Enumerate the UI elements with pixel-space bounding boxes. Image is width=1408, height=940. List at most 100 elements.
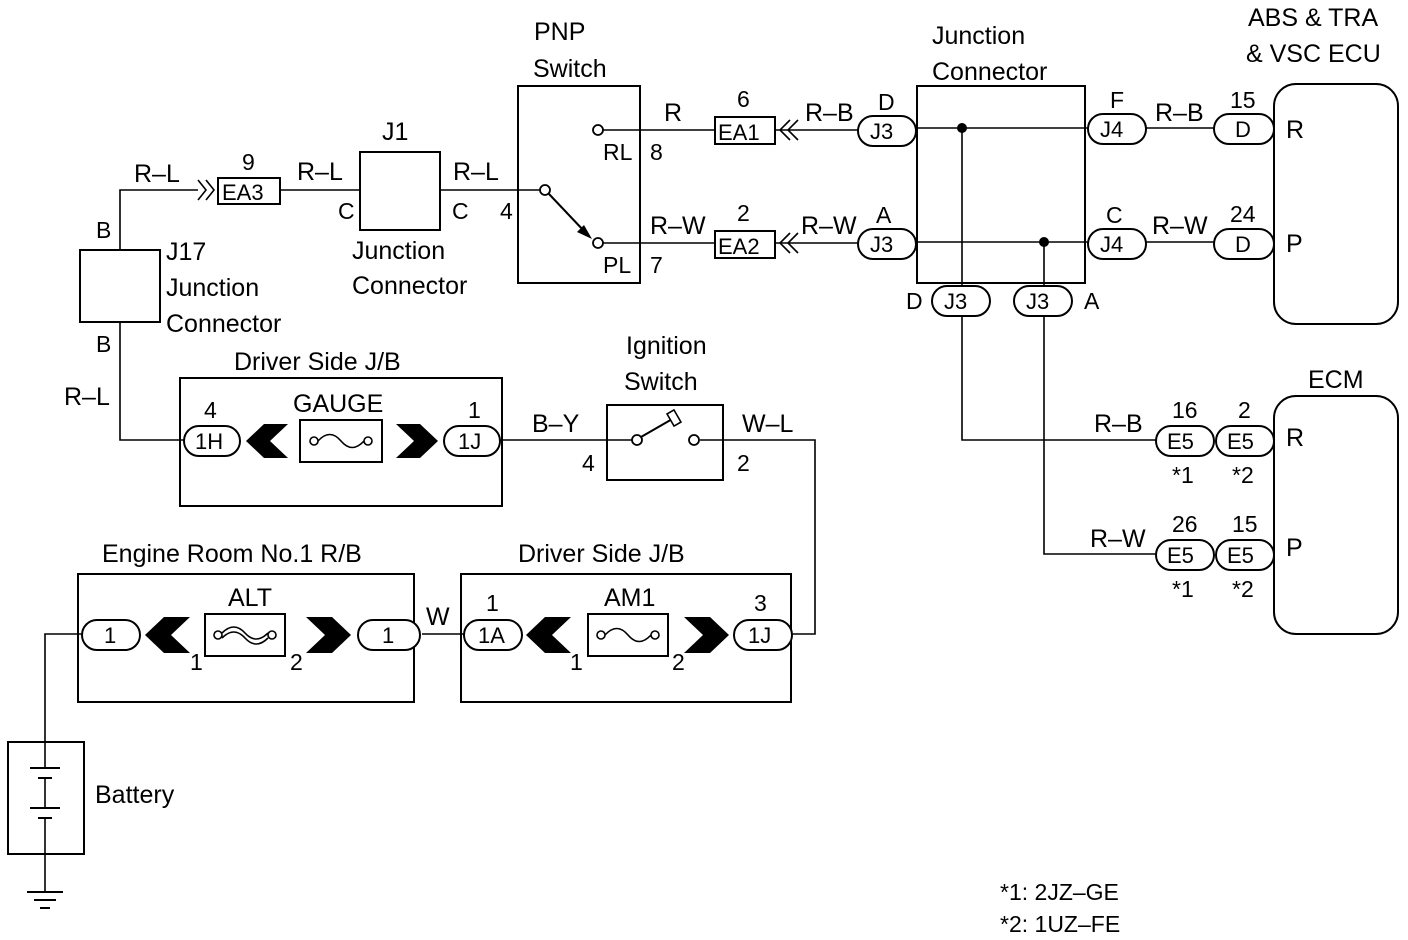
ecm-e5-2-label: E5 bbox=[1227, 429, 1254, 454]
ecm-label: ECM bbox=[1308, 366, 1364, 394]
j3-d-label: J3 bbox=[870, 119, 893, 144]
ea3-pin: 9 bbox=[242, 149, 255, 175]
alt-left-connector-label: 1 bbox=[104, 623, 116, 648]
ecm-star1-a: *1 bbox=[1172, 462, 1194, 488]
gauge-pin-1: 1 bbox=[468, 397, 481, 423]
j3-bottom-a-letter: A bbox=[1084, 288, 1100, 314]
gauge-right-arrow bbox=[396, 424, 438, 458]
ecu-pin-r: R bbox=[1286, 116, 1304, 144]
j17-pin-b-bottom: B bbox=[96, 331, 111, 357]
ea3-connector: EA3 9 bbox=[197, 149, 281, 205]
pnp-switch: PNP Switch 4 RL 8 PL 7 bbox=[500, 18, 663, 284]
ea2-pin: 2 bbox=[737, 200, 750, 226]
pnp-pin-4: 4 bbox=[500, 198, 513, 224]
wire-label-r-w-2: R–W bbox=[801, 212, 857, 240]
am1-fusible-link-icon bbox=[604, 627, 652, 643]
gauge-1h-label: 1H bbox=[195, 429, 223, 454]
pnp-pin-7: 7 bbox=[650, 252, 663, 278]
wire-r-w-ecm bbox=[1043, 314, 1158, 555]
j1-caption-1: Junction bbox=[352, 237, 445, 265]
wire-label-r-w-3: R–W bbox=[1152, 212, 1208, 240]
am1-label: AM1 bbox=[604, 584, 655, 612]
wire-label-r-w-1: R–W bbox=[650, 212, 706, 240]
wire-label-r-l-1: R–L bbox=[134, 160, 180, 188]
j17-pin-b-top: B bbox=[96, 217, 111, 243]
wire-labels: R–L R–L R–L R–L R R–B R–W R–W R–B R–W R–… bbox=[64, 99, 1208, 631]
battery-label: Battery bbox=[95, 781, 175, 809]
j1-label: J1 bbox=[382, 118, 408, 146]
j4-f-letter: F bbox=[1110, 87, 1124, 113]
ignition-switch-label-2: Switch bbox=[624, 368, 698, 396]
j4-c-connector: J4 C bbox=[1087, 202, 1147, 260]
ecm-e5-15-label: E5 bbox=[1227, 543, 1254, 568]
abs-ecu-label-1: ABS & TRA bbox=[1248, 4, 1378, 32]
ignition-pin-4: 4 bbox=[582, 450, 595, 476]
wire-label-r-w-ecm: R–W bbox=[1090, 525, 1146, 553]
engine-room-rb: Engine Room No.1 R/B 1 ALT 1 2 1 bbox=[77, 540, 421, 703]
am1-1j-label: 1J bbox=[748, 623, 771, 648]
ecu-pin-p: P bbox=[1286, 230, 1303, 258]
ecm-pin-2: 2 bbox=[1238, 397, 1251, 423]
driver-side-jb-am1: Driver Side J/B 1A 1 AM1 1 2 1J 3 bbox=[460, 540, 793, 703]
engine-room-rb-label: Engine Room No.1 R/B bbox=[102, 540, 362, 568]
j1-junction-connector: J1 C C Junction Connector bbox=[338, 118, 469, 300]
alt-right-arrow bbox=[306, 617, 351, 653]
j3-bottom-a-connector: J3 A bbox=[1013, 285, 1100, 317]
ecm-star2-a: *2 bbox=[1232, 462, 1254, 488]
ecm-e5-16-label: E5 bbox=[1167, 429, 1194, 454]
j3-a-label: J3 bbox=[870, 232, 893, 257]
ecm-pin-16: 16 bbox=[1172, 397, 1198, 423]
j1-pin-c-left: C bbox=[338, 198, 355, 224]
am1-pin-1: 1 bbox=[570, 649, 583, 675]
alt-right-connector-label: 1 bbox=[382, 623, 394, 648]
ignition-pin-2: 2 bbox=[737, 450, 750, 476]
pnp-pin-rl: RL bbox=[603, 139, 633, 165]
j3-bottom-a-label: J3 bbox=[1026, 289, 1049, 314]
wire-label-r: R bbox=[664, 99, 682, 127]
am1-pin-2: 2 bbox=[672, 649, 685, 675]
junction-connector-top: Junction Connector bbox=[916, 22, 1086, 284]
pnp-pin-8: 8 bbox=[650, 139, 663, 165]
j3-a-letter: A bbox=[876, 202, 892, 228]
ecu-pin-24: 24 bbox=[1230, 201, 1256, 227]
wire-r-l-top bbox=[119, 189, 198, 250]
ea1-label: EA1 bbox=[718, 120, 760, 145]
j1-caption-2: Connector bbox=[352, 272, 467, 300]
j3-d-letter: D bbox=[878, 89, 895, 115]
wire-label-r-l-4: R–L bbox=[64, 383, 110, 411]
j4-c-letter: C bbox=[1106, 202, 1123, 228]
ecm-star2-b: *2 bbox=[1232, 576, 1254, 602]
j3-bottom-d-letter: D bbox=[906, 288, 923, 314]
j3-bottom-d-label: J3 bbox=[944, 289, 967, 314]
wire-label-r-l-2: R–L bbox=[297, 158, 343, 186]
ecu-d-15-label: D bbox=[1235, 117, 1251, 142]
ignition-switch: Ignition Switch 4 2 bbox=[582, 332, 750, 481]
am1-left-arrow bbox=[526, 617, 571, 653]
abs-ecu-label-2: & VSC ECU bbox=[1246, 40, 1381, 68]
wire-label-r-b-ecm: R–B bbox=[1094, 410, 1143, 438]
gauge-1j-label: 1J bbox=[458, 429, 481, 454]
j4-c-label: J4 bbox=[1100, 232, 1123, 257]
abs-tra-vsc-ecu: ABS & TRA & VSC ECU D 15 D 24 R P bbox=[1213, 4, 1399, 325]
j17-label-2: Junction bbox=[166, 274, 259, 302]
gauge-label: GAUGE bbox=[293, 390, 383, 418]
ea1-connector: EA1 6 bbox=[714, 86, 799, 145]
ignition-switch-label-1: Ignition bbox=[626, 332, 707, 360]
alt-left-arrow bbox=[145, 617, 190, 653]
gauge-fuse-icon bbox=[317, 433, 365, 449]
ea1-pin: 6 bbox=[737, 86, 750, 112]
ecm-pin-r: R bbox=[1286, 424, 1304, 452]
j4-f-label: J4 bbox=[1100, 117, 1123, 142]
pnp-switch-label-2: Switch bbox=[533, 55, 607, 83]
footnote-2: *2: 1UZ–FE bbox=[1000, 911, 1120, 937]
wire-r-l-down bbox=[119, 322, 184, 441]
am1-pin-1-top: 1 bbox=[486, 590, 499, 616]
wire-w-l bbox=[700, 439, 816, 635]
footnotes: *1: 2JZ–GE *2: 1UZ–FE bbox=[1000, 879, 1120, 937]
alt-pin-2: 2 bbox=[290, 649, 303, 675]
junction-connector-label-2: Connector bbox=[932, 58, 1047, 86]
wire-label-b-y: B–Y bbox=[532, 410, 580, 438]
battery: Battery bbox=[7, 741, 175, 892]
pnp-pin-pl: PL bbox=[603, 252, 631, 278]
ea2-label: EA2 bbox=[718, 234, 760, 259]
